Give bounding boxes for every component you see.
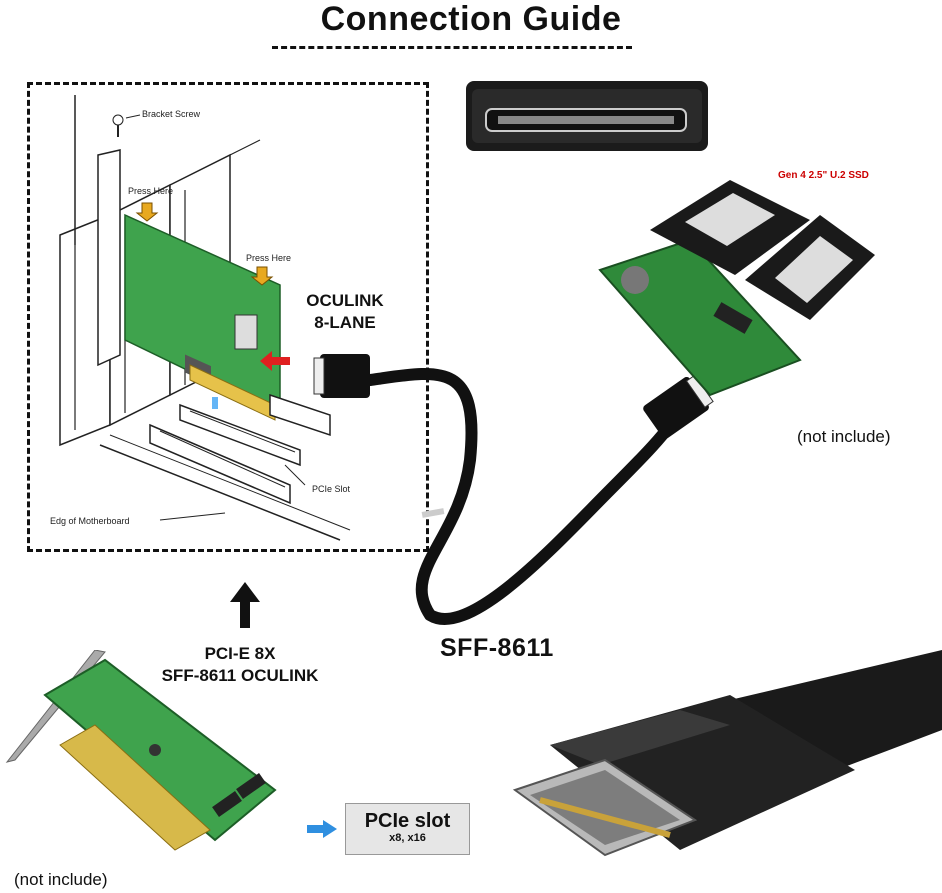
sff-8611-cable (313, 354, 714, 625)
pcie-slot-badge-line1: PCIe slot (364, 810, 451, 832)
oculink-label: OCULINK 8-LANE (290, 290, 400, 334)
bracket-screw-label: Bracket Screw (142, 109, 201, 119)
install-diagram-frame (27, 82, 429, 552)
blue-arrow-icon (307, 820, 337, 838)
pcie-card-label-line2: SFF-8611 OCULINK (161, 666, 319, 685)
pcie-card-label: PCI-E 8X SFF-8611 OCULINK (130, 643, 350, 687)
pcie-slot-label: PCIe Slot (312, 484, 351, 494)
up-arrow (230, 582, 260, 628)
title-underline (272, 46, 632, 49)
pcie-slot-badge-line2: x8, x16 (389, 832, 426, 844)
pcie-card-label-line1: PCI-E 8X (204, 644, 276, 663)
oculink-connector-top (466, 81, 708, 151)
pcie-slot-badge: PCIe slot x8, x16 (345, 803, 470, 855)
press-here-label-1: Press Here (128, 186, 174, 196)
not-include-right: (not include) (797, 427, 891, 446)
press-here-label-2: Press Here (246, 253, 292, 263)
not-include-left: (not include) (14, 870, 108, 889)
oculink-label-line1: OCULINK (306, 291, 384, 310)
sff-8611-connector-closeup (512, 650, 942, 857)
install-diagram (59, 95, 351, 541)
oculink-label-line2: 8-LANE (314, 313, 376, 332)
page-title: Connection Guide (320, 0, 622, 38)
ssd-gen4-label: Gen 4 2.5" U.2 SSD (778, 170, 869, 181)
u2-ssd-adapter-image (598, 180, 875, 397)
edge-of-motherboard-label: Edg of Motherboard (50, 516, 130, 526)
pcie-adapter-card-image (5, 650, 277, 851)
cable-label: SFF-8611 (440, 634, 554, 662)
